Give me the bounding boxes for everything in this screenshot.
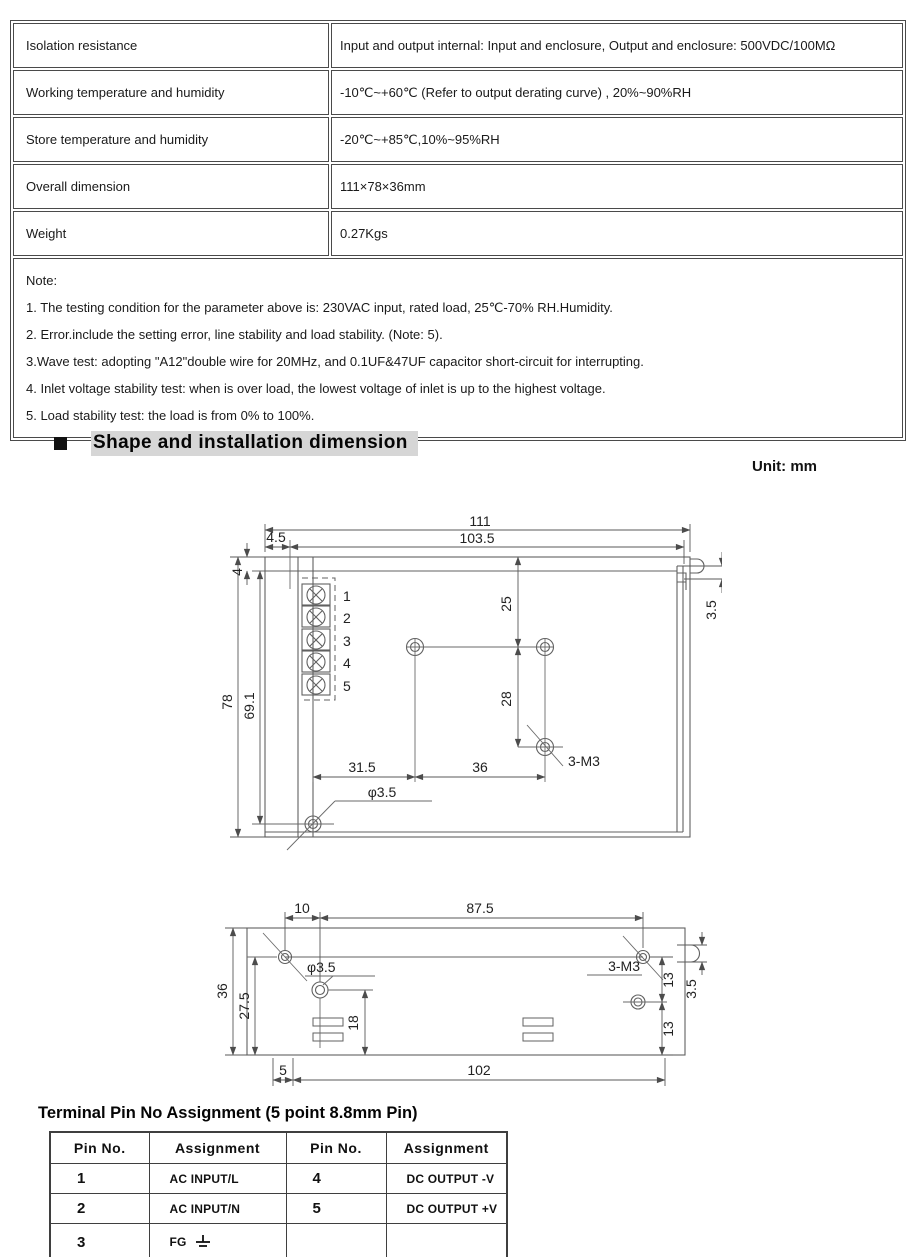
terminal-screw-icon xyxy=(306,585,326,695)
dim-label: 3-M3 xyxy=(608,958,640,974)
note-title: Note: xyxy=(26,273,58,288)
unit-label: Unit: mm xyxy=(752,458,817,475)
note-item: 5. Load stability test: the load is from… xyxy=(26,408,315,423)
dim-label: 10 xyxy=(294,900,310,916)
note-cell: Note: 1. The testing condition for the p… xyxy=(13,258,903,438)
section-title: Shape and installation dimension xyxy=(91,431,418,456)
spec-label: Weight xyxy=(13,211,329,256)
table-row: 3 FG xyxy=(49,1223,508,1257)
dim-label: 28 xyxy=(498,691,514,707)
pin-assignment: DC OUTPUT -V xyxy=(385,1163,508,1194)
case-outline xyxy=(264,556,705,838)
pin-assignment-fg: FG xyxy=(148,1223,287,1257)
section-header: Shape and installation dimension xyxy=(54,431,418,456)
table-row: Overall dimension 111×78×36mm xyxy=(13,164,903,209)
installation-drawing-side-view: 10 87.5 36 27.5 φ3.5 18 3-M3 13 13 3.5 5… xyxy=(215,900,707,1086)
dim-label: 3.5 xyxy=(703,600,719,620)
pin-number: 4 xyxy=(285,1163,387,1194)
construction-lines xyxy=(252,540,564,851)
terminal-number: 5 xyxy=(343,678,351,694)
dim-label: 18 xyxy=(345,1015,361,1031)
dim-label: 25 xyxy=(498,596,514,612)
table-row: Isolation resistance Input and output in… xyxy=(13,23,903,68)
construction-lines xyxy=(247,932,667,1048)
dim-label: 4 xyxy=(229,568,245,576)
spec-value: 111×78×36mm xyxy=(331,164,903,209)
installation-drawing-top-view: 111 103.5 4.5 4 78 69.1 25 28 31.5 36 φ3… xyxy=(222,514,722,851)
spec-label: Working temperature and humidity xyxy=(13,70,329,115)
square-bullet-icon xyxy=(54,437,67,450)
dimension-labels: 10 87.5 36 27.5 φ3.5 18 3-M3 13 13 3.5 5… xyxy=(215,900,699,1078)
terminal-block xyxy=(301,577,336,701)
note-item: 2. Error.include the setting error, line… xyxy=(26,327,443,342)
spec-value: Input and output internal: Input and enc… xyxy=(331,23,903,68)
note-item: 3.Wave test: adopting "A12"double wire f… xyxy=(26,354,644,369)
table-row: Weight 0.27Kgs xyxy=(13,211,903,256)
dimension-labels: 111 103.5 4.5 4 78 69.1 25 28 31.5 36 φ3… xyxy=(222,514,719,800)
dim-label: 102 xyxy=(467,1062,491,1078)
note-row: Note: 1. The testing condition for the p… xyxy=(13,258,903,438)
column-header: Pin No. xyxy=(285,1131,387,1164)
dim-label: 5 xyxy=(279,1062,287,1078)
pin-assignment: DC OUTPUT +V xyxy=(385,1193,508,1224)
pin-assignment: AC INPUT/L xyxy=(148,1163,287,1194)
table-row: Store temperature and humidity -20℃~+85℃… xyxy=(13,117,903,162)
dim-label: φ3.5 xyxy=(307,959,336,975)
pin-number xyxy=(285,1223,387,1257)
terminal-numbers: 1 2 3 4 5 xyxy=(343,588,351,694)
spec-label: Store temperature and humidity xyxy=(13,117,329,162)
pin-number: 5 xyxy=(285,1193,387,1224)
column-header: Pin No. xyxy=(49,1131,150,1164)
terminal-number: 3 xyxy=(343,633,351,649)
table-row: 2 AC INPUT/N 5 DC OUTPUT +V xyxy=(49,1193,508,1224)
spec-table: Isolation resistance Input and output in… xyxy=(10,20,906,441)
case-outline xyxy=(246,927,700,1056)
dim-label: 36 xyxy=(472,759,488,775)
dim-label: 13 xyxy=(660,972,676,988)
dim-label: 4.5 xyxy=(266,529,286,545)
pin-number: 2 xyxy=(49,1193,150,1224)
column-header: Assignment xyxy=(385,1131,508,1164)
column-header: Assignment xyxy=(148,1131,287,1164)
vent-slots xyxy=(312,1017,554,1042)
terminal-number: 2 xyxy=(343,610,351,626)
spec-label: Overall dimension xyxy=(13,164,329,209)
dim-label: 87.5 xyxy=(466,900,493,916)
dim-label: 103.5 xyxy=(459,530,494,546)
table-row: 1 AC INPUT/L 4 DC OUTPUT -V xyxy=(49,1163,508,1194)
spec-value: -10℃~+60℃ (Refer to output derating curv… xyxy=(331,70,903,115)
dim-label: φ3.5 xyxy=(368,784,397,800)
dim-label: 3.5 xyxy=(683,979,699,999)
table-header-row: Pin No. Assignment Pin No. Assignment xyxy=(49,1131,508,1164)
pin-assignment: FG xyxy=(169,1235,187,1249)
pin-table-title: Terminal Pin No Assignment (5 point 8.8m… xyxy=(38,1104,418,1122)
dim-label: 78 xyxy=(222,694,235,710)
spec-label: Isolation resistance xyxy=(13,23,329,68)
spec-value: 0.27Kgs xyxy=(331,211,903,256)
pin-assignment-table: Pin No. Assignment Pin No. Assignment 1 … xyxy=(49,1131,508,1257)
pin-assignment xyxy=(385,1223,508,1257)
dim-label: 13 xyxy=(660,1021,676,1037)
terminal-number: 1 xyxy=(343,588,351,604)
dim-label: 3-M3 xyxy=(568,753,600,769)
note-item: 4. Inlet voltage stability test: when is… xyxy=(26,381,606,396)
pin-assignment: AC INPUT/N xyxy=(148,1193,287,1224)
spec-value: -20℃~+85℃,10%~95%RH xyxy=(331,117,903,162)
dimension-lines xyxy=(230,524,722,838)
dimension-lines xyxy=(225,912,707,1086)
dim-label: 27.5 xyxy=(236,992,252,1019)
pin-number: 1 xyxy=(49,1163,150,1194)
dim-label: 111 xyxy=(469,514,490,529)
dim-label: 36 xyxy=(215,983,230,999)
dim-label: 69.1 xyxy=(241,692,257,719)
earth-ground-icon xyxy=(195,1235,210,1247)
terminal-number: 4 xyxy=(343,655,351,671)
table-row: Working temperature and humidity -10℃~+6… xyxy=(13,70,903,115)
dim-label: 31.5 xyxy=(348,759,375,775)
pin-number: 3 xyxy=(49,1223,150,1257)
note-item: 1. The testing condition for the paramet… xyxy=(26,300,613,315)
